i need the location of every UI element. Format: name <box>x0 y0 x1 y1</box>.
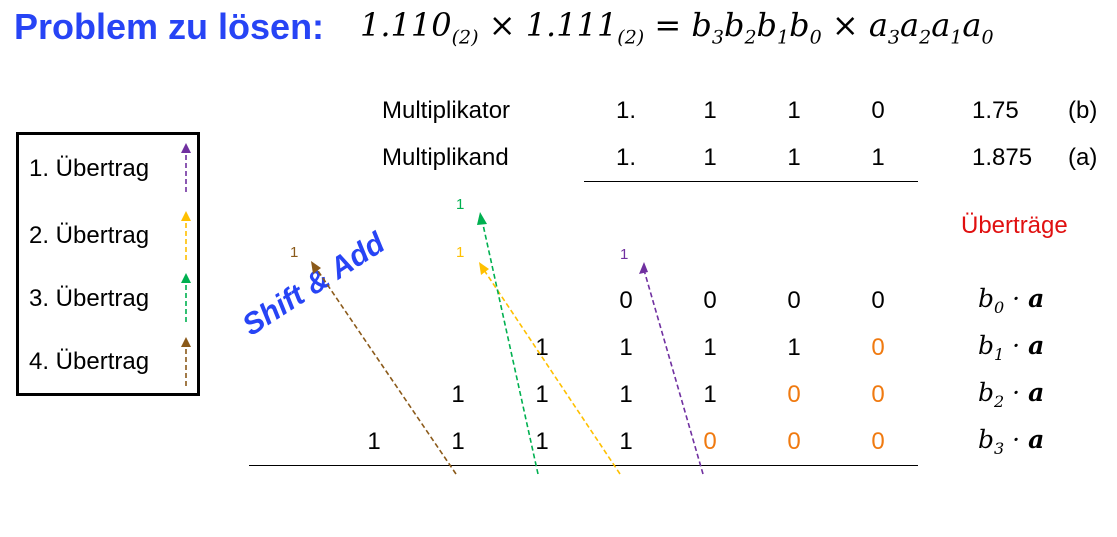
row-expr-0: b0 · a <box>978 284 1045 317</box>
carry-arrow-1 <box>643 269 704 475</box>
pp-digit: 1 <box>619 381 633 408</box>
carry-arrow-2 <box>483 269 621 475</box>
arrowhead-1 <box>639 262 648 274</box>
pp-digit-shifted: 0 <box>703 428 717 455</box>
multiplikator-digit: 1. <box>615 97 636 124</box>
multiplikator-digit: 1 <box>703 97 717 124</box>
pp-digit: 1 <box>703 334 717 361</box>
pp-digit: 0 <box>703 287 717 314</box>
multiplikand-label: Multiplikand <box>382 144 509 171</box>
legend-arrowhead-2 <box>181 211 191 221</box>
pp-digit-shifted: 0 <box>787 428 801 455</box>
eq-times: × <box>488 6 516 44</box>
carry-label-4: 1 <box>290 244 299 261</box>
equation: 1.110(2) × 1.111(2) = b3b2b1b0 × a3a2a1a… <box>360 6 994 48</box>
uebertraege-label: Überträge <box>961 212 1068 239</box>
legend-arrowhead-1 <box>181 143 191 153</box>
multiplikand-digit: 1. <box>615 144 636 171</box>
pp-digit: 1 <box>787 334 801 361</box>
row-expr-1: b1 · a <box>978 331 1045 364</box>
pp-digit-shifted: 0 <box>871 428 885 455</box>
multiplikator-digit: 0 <box>871 97 885 124</box>
eq-equals: = <box>654 6 682 44</box>
row-expr-3: b3 · a <box>978 425 1045 458</box>
multiplikator-label: Multiplikator <box>382 97 511 124</box>
pp-digit: 1 <box>535 428 549 455</box>
pp-digit: 1 <box>703 381 717 408</box>
multiplikand-value: 1.875 <box>972 144 1033 171</box>
pp-digit: 1 <box>367 428 381 455</box>
carry-label-2: 1 <box>456 244 465 261</box>
multiplikand-digit: 1 <box>703 144 717 171</box>
eq-rhs-b: b3b2b1b0 <box>691 6 822 49</box>
pp-digit-shifted: 0 <box>871 381 885 408</box>
pp-digit: 0 <box>619 287 633 314</box>
multiplikator-value: 1.75 <box>972 97 1019 124</box>
pp-digit: 1 <box>535 334 549 361</box>
legend-box: 1. Übertrag 2. Übertrag 3. Übertrag 4. Ü… <box>16 132 200 396</box>
arrowhead-3 <box>477 212 487 225</box>
multiplikand-tag: (a) <box>1068 144 1098 171</box>
eq-times-2: × <box>831 6 859 44</box>
pp-digit: 1 <box>451 381 465 408</box>
legend-arrowhead-4 <box>181 337 191 347</box>
carry-label-3: 1 <box>456 196 465 213</box>
legend-item-3: 3. Übertrag <box>29 285 150 312</box>
carry-arrow-3 <box>481 219 539 475</box>
eq-operand-b: 1.111 <box>525 6 618 44</box>
legend-item-4: 4. Übertrag <box>29 348 150 375</box>
pp-digit: 1 <box>535 381 549 408</box>
pp-digit: 0 <box>787 287 801 314</box>
divider-bottom <box>249 465 918 466</box>
carry-arrow-4 <box>315 267 457 475</box>
legend-arrowhead-3 <box>181 273 191 283</box>
arrowhead-2 <box>479 262 489 275</box>
multiplikator-tag: (b) <box>1068 97 1098 124</box>
pp-digit-shifted: 0 <box>871 334 885 361</box>
eq-operand-b-base: (2) <box>617 26 645 49</box>
pp-digit: 1 <box>619 428 633 455</box>
pp-digit: 0 <box>871 287 885 314</box>
arrowhead-4 <box>311 261 321 274</box>
divider-top <box>584 181 918 182</box>
multiplikator-digit: 1 <box>787 97 801 124</box>
page-title: Problem zu lösen: <box>14 6 325 47</box>
pp-digit: 1 <box>451 428 465 455</box>
pp-digit-shifted: 0 <box>787 381 801 408</box>
row-expr-2: b2 · a <box>978 378 1045 411</box>
multiplikand-digit: 1 <box>787 144 801 171</box>
legend-item-1: 1. Übertrag <box>29 155 150 182</box>
multiplikand-digit: 1 <box>871 144 885 171</box>
eq-operand-a-base: (2) <box>451 26 479 49</box>
carry-label-1: 1 <box>620 246 629 263</box>
eq-rhs-a: a3a2a1a0 <box>868 6 994 49</box>
pp-digit: 1 <box>619 334 633 361</box>
eq-operand-a: 1.110 <box>360 6 452 44</box>
legend-item-2: 2. Übertrag <box>29 222 150 249</box>
